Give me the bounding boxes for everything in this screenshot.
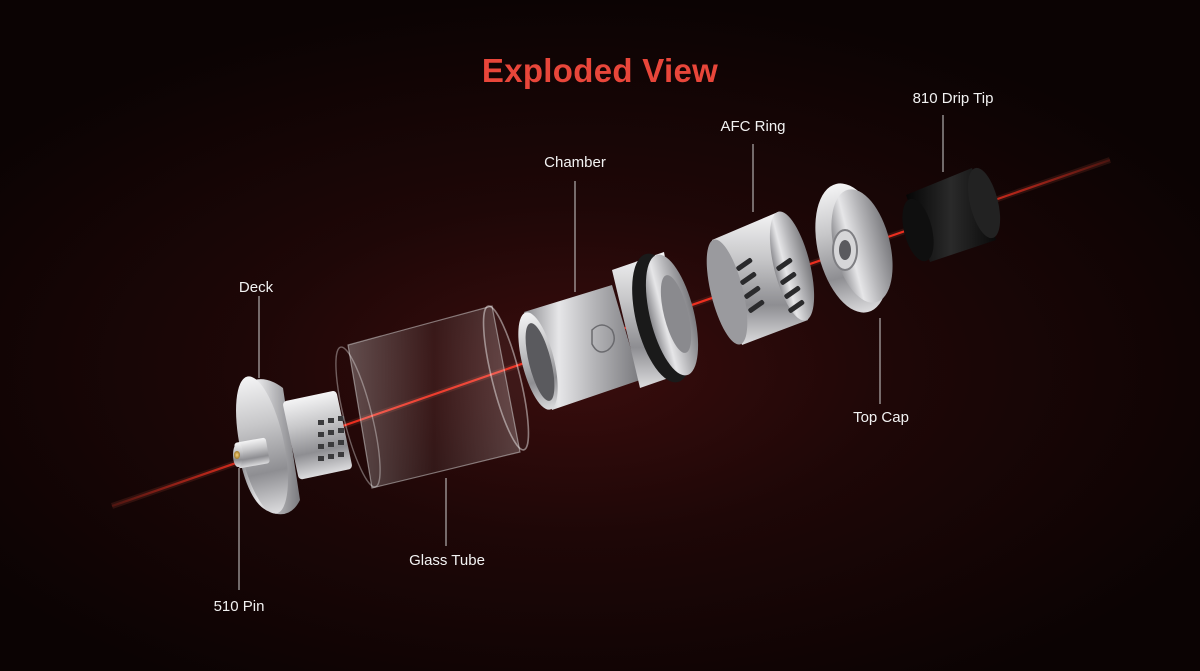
chamber-part: [518, 252, 699, 410]
glass-tube-label: Glass Tube: [409, 552, 485, 569]
drip-tip-part: [902, 167, 1001, 262]
pin-label: 510 Pin: [213, 598, 265, 615]
deck-part: [233, 376, 352, 515]
afc-ring-label: AFC Ring: [720, 118, 786, 135]
top-cap-label: Top Cap: [853, 409, 909, 426]
page-title: Exploded View: [481, 52, 719, 89]
chamber-label: Chamber: [544, 154, 606, 171]
glass-tube-part: [335, 305, 530, 489]
drip-tip-label: 810 Drip Tip: [912, 90, 994, 107]
top-cap-part: [815, 183, 893, 313]
afc-ring-part: [706, 211, 815, 345]
deck-label: Deck: [238, 279, 274, 296]
